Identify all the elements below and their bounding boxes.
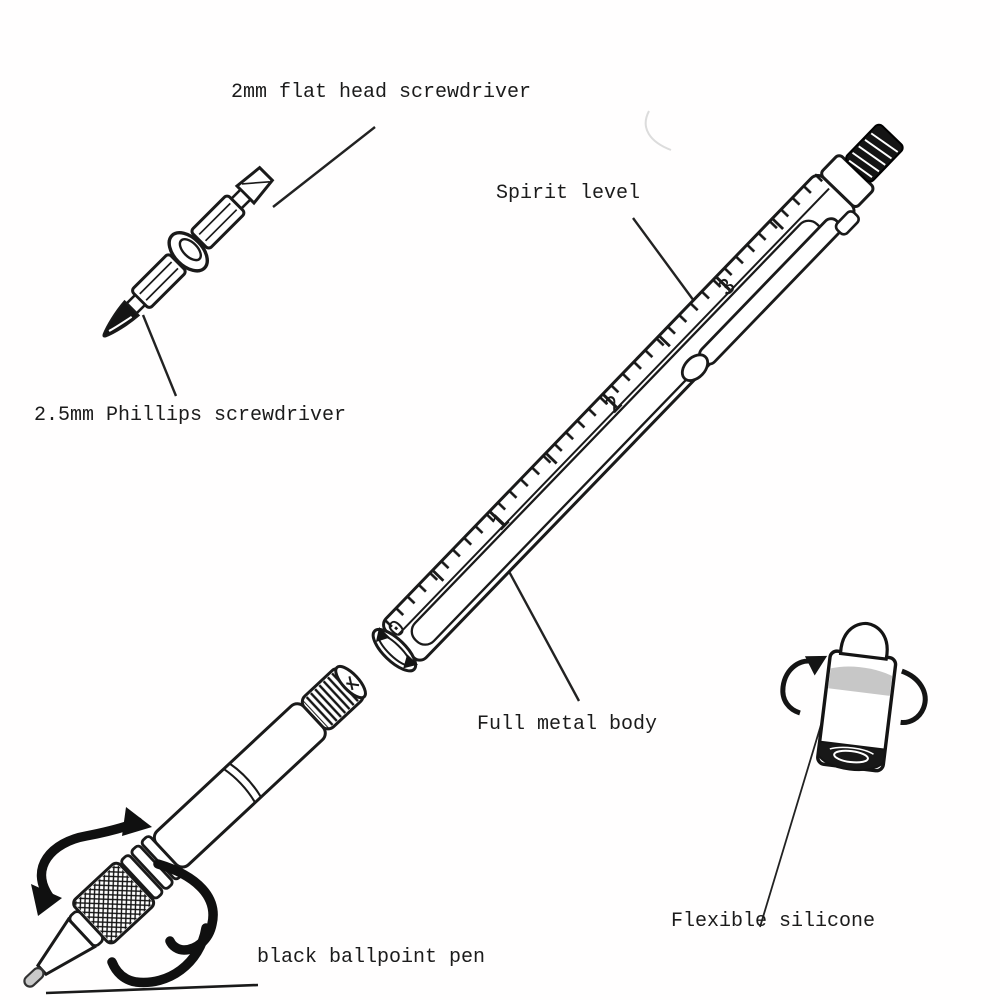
ground-line [45, 983, 259, 995]
stylus-rotate-arrow-right [900, 668, 928, 725]
label-silicone-capacitor-pen: Flexible silicone capacitor pen [671, 842, 875, 1000]
pen-clip-ball [680, 353, 710, 382]
label-silicone-line1: Flexible silicone [671, 910, 876, 933]
phillips-tip-highlight [108, 316, 133, 332]
silicone-dome [838, 621, 889, 661]
twist-arrow-back-bottom [107, 923, 211, 988]
stylus-gray-band [828, 666, 893, 696]
twist-arrowhead-top [122, 807, 152, 836]
stylus-tip-figure [780, 621, 928, 773]
label-spirit-level: Spirit level [496, 182, 641, 205]
ruler-band-edge [397, 187, 830, 636]
leader-full-metal-body [497, 552, 581, 702]
stylus-rotate-arrowhead [804, 655, 828, 676]
pen-lower-body [23, 664, 367, 988]
hex-facets-lower [139, 261, 179, 301]
leader-spirit-level [632, 217, 695, 302]
leader-flat-head [272, 126, 376, 208]
twist-arrowhead-left [31, 884, 62, 916]
flat-head-blade-edge [241, 180, 270, 185]
thread-swirl [833, 749, 869, 764]
ruler-half-ticks [431, 217, 785, 582]
clip-mount-bump [834, 210, 860, 236]
label-phillips-screwdriver: 2.5mm Phillips screwdriver [34, 404, 347, 427]
tube-open-end-rim [371, 627, 418, 673]
hex-shaft-upper [190, 194, 246, 250]
bit-holder-ring [167, 231, 209, 273]
tip-cone [35, 916, 97, 977]
label-flat-head-screwdriver: 2mm flat head screwdriver [231, 81, 532, 104]
ballpoint-nib [23, 967, 45, 988]
leader-phillips [141, 314, 178, 397]
knurled-cap [845, 123, 904, 183]
barrel-joint-lines [223, 762, 262, 804]
grip-ring-3 [120, 854, 164, 900]
hex-facets-upper [198, 202, 238, 242]
lower-barrel [152, 702, 327, 869]
open-end-corner-marks [375, 627, 418, 669]
screwdriver-bit-figure [102, 165, 275, 338]
spirit-level-window [410, 219, 824, 646]
phillips-tip [102, 299, 141, 338]
label-full-metal-body: Full metal body [477, 713, 658, 736]
stylus-thread-base [817, 740, 887, 772]
twist-arrows [31, 807, 218, 988]
label-black-ballpoint-pen: black ballpoint pen [257, 946, 486, 969]
knurled-grip-hatch [74, 863, 154, 943]
stylus-rotate-arrow-left [780, 658, 818, 716]
ruler-major-ticks [488, 275, 731, 526]
pen-upper-body: 4 3 2 1 0 [371, 123, 904, 673]
thread-swirl-arc [829, 746, 874, 755]
connector-face-slot [346, 676, 360, 691]
scan-artifact-arc [644, 110, 672, 151]
cap-knurl-streaks [848, 132, 899, 178]
